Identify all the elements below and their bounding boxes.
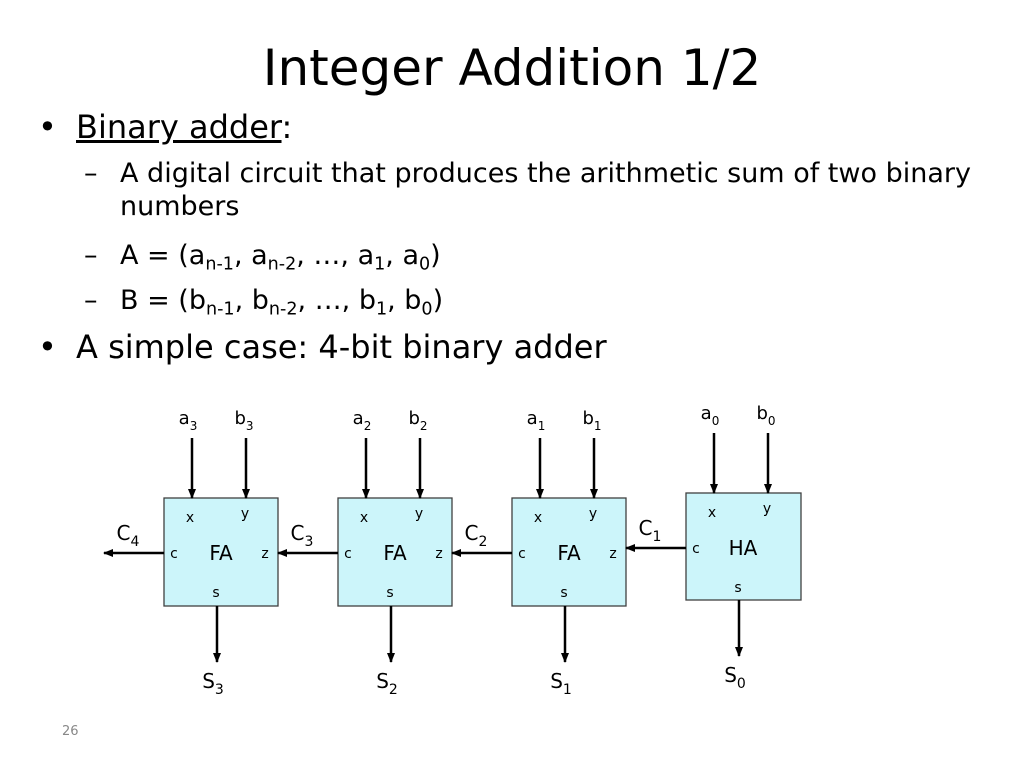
port-label-s: s — [386, 585, 393, 601]
input-label-a1: a1 — [527, 408, 546, 433]
input-label-b2: b2 — [408, 408, 427, 433]
block-type-ha: HA — [729, 536, 758, 560]
port-label-s: s — [560, 585, 567, 601]
port-label-c: c — [170, 546, 178, 562]
simple-case-text: A simple case: 4-bit binary adder — [76, 328, 607, 366]
port-label-z: z — [435, 546, 442, 562]
port-label-z: z — [261, 546, 268, 562]
sub-bullet-dash: – — [84, 240, 98, 271]
port-label-y: y — [763, 501, 771, 517]
port-label-c: c — [518, 546, 526, 562]
output-label-s3: S3 — [202, 669, 224, 698]
port-label-c: c — [692, 541, 700, 557]
input-label-b1: b1 — [582, 408, 601, 433]
output-label-s0: S0 — [724, 663, 746, 692]
slide-number: 26 — [62, 724, 79, 739]
sub-bullet-dash: – — [84, 285, 98, 316]
port-label-x: x — [708, 505, 716, 521]
block-type-fa: FA — [383, 541, 407, 565]
adder-block-3 — [163, 497, 279, 607]
input-label-b0: b0 — [756, 403, 775, 428]
bullet-dot: • — [38, 328, 57, 366]
binary-adder-term: Binary adder — [76, 108, 282, 146]
input-label-b3: b3 — [234, 408, 253, 433]
port-label-z: z — [609, 546, 616, 562]
definition-text: A digital circuit that produces the arit… — [120, 158, 971, 222]
carry-label-c2: C2 — [465, 521, 488, 550]
port-label-x: x — [186, 510, 194, 526]
port-label-x: x — [360, 510, 368, 526]
carry-label-c1: C1 — [639, 516, 662, 545]
carry-label-c4: C4 — [117, 521, 140, 550]
bullet-dot: • — [38, 108, 57, 146]
carry-label-c3: C3 — [291, 521, 314, 550]
port-label-x: x — [534, 510, 542, 526]
port-label-s: s — [734, 580, 741, 596]
output-label-s1: S1 — [550, 669, 572, 698]
block-type-fa: FA — [209, 541, 233, 565]
port-label-c: c — [344, 546, 352, 562]
input-label-a0: a0 — [701, 403, 720, 428]
vector-b-text: B = (bn-1, bn-2, …, b1, b0) — [120, 285, 444, 320]
port-label-s: s — [212, 585, 219, 601]
binary-adder-colon: : — [281, 108, 293, 146]
slide-title: Integer Addition 1/2 — [262, 39, 762, 97]
block-type-fa: FA — [557, 541, 581, 565]
vector-a-text: A = (an-1, an-2, …, a1, a0) — [120, 240, 441, 275]
sub-bullet-dash: – — [84, 158, 98, 189]
port-label-y: y — [241, 506, 249, 522]
input-label-a3: a3 — [179, 408, 198, 433]
adder-block-1 — [511, 497, 627, 607]
port-label-y: y — [415, 506, 423, 522]
input-label-a2: a2 — [353, 408, 372, 433]
adder-block-0 — [685, 492, 802, 601]
output-label-s2: S2 — [376, 669, 398, 698]
port-label-y: y — [589, 506, 597, 522]
